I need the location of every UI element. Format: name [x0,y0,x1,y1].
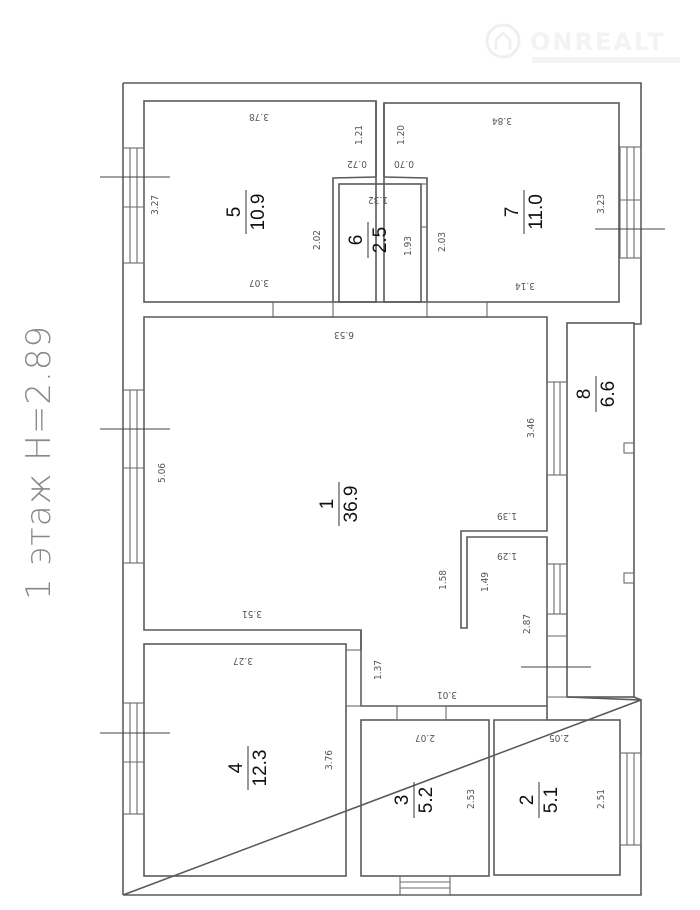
dim-room4-right: 3.76 [324,750,335,770]
dim-room7-door-h: 1.20 [396,125,407,145]
room-area: 2.5 [370,227,391,253]
dim-room4-top: 3.27 [233,655,253,666]
dim-room1-notch-v: 1.58 [438,570,449,590]
room-number: 1 [317,499,338,510]
dim-room5-bottom: 3.07 [249,277,269,288]
dim-room5-top: 3.78 [249,111,269,122]
dim-room7-right: 3.23 [596,194,607,214]
door-room4 [345,649,362,707]
room-area: 11.0 [526,194,547,230]
room-2-label: 2 5.1 [517,782,562,818]
room-area: 6.6 [598,381,619,407]
dim-room5-right: 2.02 [312,230,323,250]
room-1-label: 1 36.9 [317,482,362,526]
dim-room3-top: 2.07 [415,732,435,743]
dim-room1-bottom: 3.51 [242,608,262,619]
watermark-logo: ONREALT [485,23,680,63]
room-area: 12.3 [250,750,271,787]
room-8-outline [566,322,635,698]
dim-room7-left: 2.03 [437,232,448,252]
dim-room7-bottom: 3.14 [515,280,535,291]
window-corridor-east [546,563,568,615]
dim-room5-door: 0.72 [347,158,367,169]
room-7-label: 7 11.0 [502,190,547,234]
room-4-outline [143,643,347,877]
window-room5 [100,147,170,264]
room-area: 10.9 [248,194,269,231]
dim-room5-left: 3.27 [150,195,161,215]
dim-room1-left: 5.06 [157,463,168,483]
room-7-outline [383,102,620,303]
window-room7 [595,146,665,259]
room-area: 5.1 [541,787,562,813]
room-6-outer [332,176,428,302]
window-room4 [100,702,170,815]
dim-room7-top: 3.84 [492,115,512,126]
room-number: 6 [346,235,367,246]
dim-room2-top: 2.05 [549,732,569,743]
dim-room7-door: 0.70 [394,158,414,169]
house-pin-icon [485,23,521,59]
room-5-label: 5 10.9 [224,190,269,234]
room-6-outline [338,183,422,303]
dim-room1-right: 3.46 [526,418,537,438]
dim-corridor-right: 2.87 [522,614,533,634]
watermark-brand: ONREALT [530,28,666,56]
dim-room1-notch: 1.39 [497,510,517,521]
room-number: 2 [517,795,538,806]
dim-corridor-left: 1.37 [373,660,384,680]
room-4-label: 4 12.3 [226,746,271,790]
room-3-label: 3 5.2 [392,782,437,818]
door-room7 [426,301,488,318]
dim-corridor-bottom: 3.01 [437,689,457,700]
floor-title: 1 этаж H=2.89 [19,325,59,600]
room-area: 5.2 [416,787,437,813]
dim-room6-top: 1.32 [368,194,388,205]
window-room1-west [100,389,170,564]
door-room3 [396,705,447,721]
room-number: 4 [226,762,247,773]
room-number: 3 [392,795,413,806]
room-area: 36.9 [341,486,362,523]
room-8-label: 8 6.6 [574,376,619,412]
door-room5 [272,301,334,318]
dim-corridor-inner: 1.49 [480,572,491,592]
room-number: 5 [224,207,245,218]
entrance-door [399,875,451,896]
dim-room3-right: 2.53 [466,789,477,809]
window-room2 [619,752,642,846]
room-number: 8 [574,389,595,400]
room-6-label: 6 2.5 [346,222,391,258]
window-room1-east [546,381,568,476]
dim-room5-door-h: 1.21 [354,125,365,145]
dim-room1-top: 6.53 [334,329,354,340]
dim-room2-right: 2.51 [596,789,607,809]
dim-room6-right: 1.93 [403,236,414,256]
room-number: 7 [502,207,523,218]
dim-corridor-top: 1.29 [497,550,517,561]
